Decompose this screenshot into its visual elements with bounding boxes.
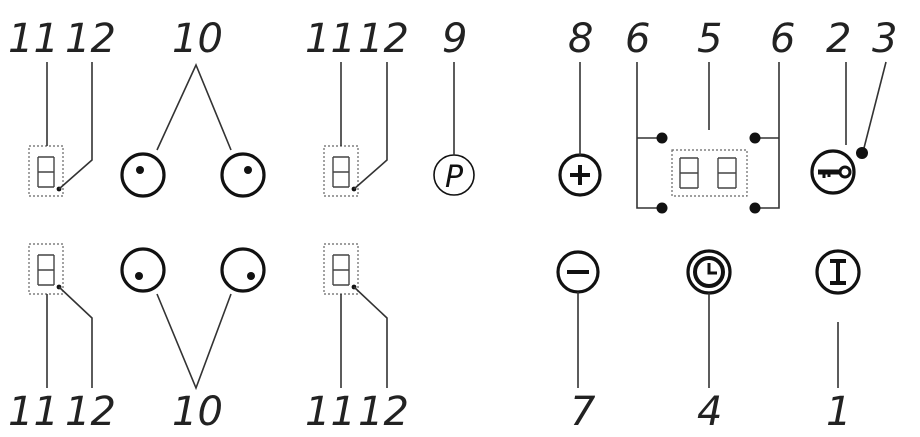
key-lock-icon (818, 165, 852, 179)
cooking-zone-icon (120, 152, 166, 198)
label-top-9: 9 (442, 16, 467, 62)
pause-button[interactable]: P (433, 154, 475, 196)
power-icon (830, 259, 846, 285)
label-bottom-1: 1 (826, 389, 851, 435)
indicator-dot (749, 202, 761, 214)
minus-button[interactable] (556, 250, 600, 294)
label-bottom-7: 7 (570, 389, 596, 435)
leader-12-bottom-left (58, 286, 93, 388)
label-top-6-left: 6 (625, 16, 650, 62)
seven-segment-display-icon (717, 157, 737, 189)
seven-segment-display-icon (679, 157, 699, 189)
indicator-dot (656, 202, 668, 214)
label-top-6-right: 6 (770, 16, 795, 62)
leader-10-top (156, 62, 232, 151)
leader-10-bottom (156, 293, 232, 391)
label-top-5: 5 (697, 16, 722, 62)
leader-6-left (636, 62, 662, 209)
timer-display (671, 149, 748, 197)
leader-12-top-mid (353, 62, 388, 190)
label-top-2: 2 (826, 16, 851, 62)
label-top-11-mid: 11 (305, 16, 356, 62)
label-bottom-10: 10 (172, 389, 223, 435)
cooking-zone-icon (220, 152, 266, 198)
label-top-8: 8 (568, 16, 593, 62)
plus-button[interactable] (558, 153, 602, 197)
label-bottom-11-left: 11 (8, 389, 59, 435)
timer-clock-icon (693, 256, 725, 288)
label-top-10: 10 (172, 16, 223, 62)
cooking-zone-icon (220, 247, 266, 293)
seven-segment-display-icon (28, 243, 64, 295)
leader-6-right (755, 62, 780, 209)
label-top-3: 3 (872, 16, 897, 62)
label-bottom-11-mid: 11 (305, 389, 356, 435)
cooking-zone-icon (120, 247, 166, 293)
leader-12-top-left (58, 62, 93, 190)
label-top-11-left: 11 (8, 16, 59, 62)
label-bottom-12-mid: 12 (358, 389, 409, 435)
lock-indicator-dot (856, 147, 868, 159)
timer-button[interactable] (686, 249, 732, 295)
leader-12-bottom-mid (353, 286, 388, 388)
seven-segment-display-icon (323, 145, 359, 197)
seven-segment-display-icon (28, 145, 64, 197)
seven-segment-display-icon (323, 243, 359, 295)
power-button[interactable] (815, 249, 861, 295)
plus-icon (570, 165, 590, 185)
indicator-dot (656, 132, 668, 144)
label-bottom-4: 4 (697, 389, 722, 435)
pause-symbol: P (445, 160, 464, 195)
label-top-12-left: 12 (65, 16, 116, 62)
key-lock-button[interactable] (810, 149, 856, 195)
leader-3 (863, 61, 887, 149)
label-bottom-12-left: 12 (65, 389, 116, 435)
label-top-12-mid: 12 (358, 16, 409, 62)
indicator-dot (749, 132, 761, 144)
